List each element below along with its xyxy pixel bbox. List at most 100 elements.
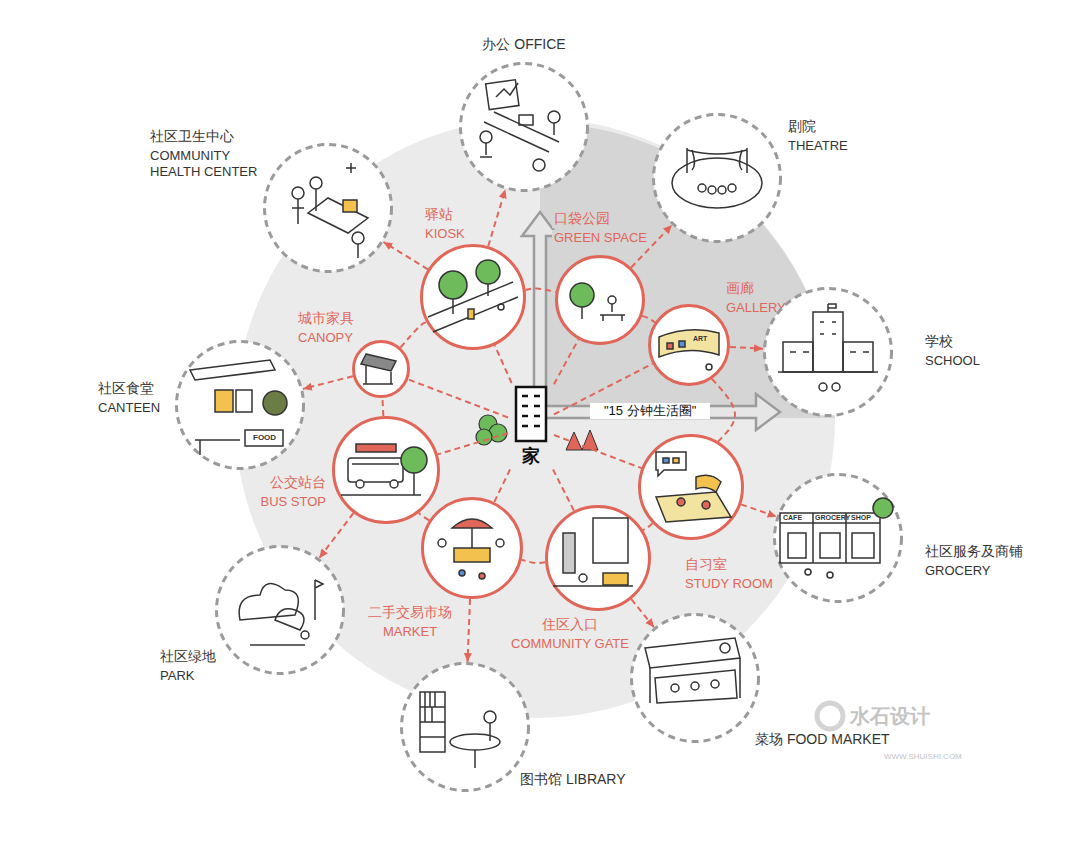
- circle-outline: [459, 62, 589, 192]
- place-label: SCHOOL: [925, 353, 980, 369]
- dashed-connector: [303, 376, 353, 389]
- theatre-circle: 剧院THEATRE: [652, 113, 782, 243]
- canteen-circle: 社区食堂CANTEEN: [175, 340, 305, 470]
- place-label: 社区食堂: [98, 380, 154, 398]
- dashed-connector: [730, 347, 763, 349]
- circle-outline: [215, 545, 345, 675]
- place-label: 自习室: [683, 556, 729, 574]
- kiosk-circle: 驿站KIOSK: [420, 244, 526, 350]
- illustration: [239, 580, 323, 645]
- library-circle: 图书馆 LIBRARY: [400, 662, 530, 792]
- place-label: 公交站台: [268, 474, 328, 492]
- green-space-circle: 口袋公园GREEN SPACE: [555, 255, 645, 345]
- food-market-circle: 菜场 FOOD MARKET: [630, 613, 760, 743]
- dashed-connector: [438, 433, 508, 454]
- place-label: BUS STOP: [258, 494, 328, 510]
- sign-text: ART: [693, 335, 707, 343]
- park-circle: 社区绿地PARK: [215, 545, 345, 675]
- circle-outline: [400, 662, 530, 792]
- circle-outline: [555, 255, 645, 345]
- tree-icon: [476, 415, 507, 445]
- watermark-logo: [817, 703, 843, 729]
- circle-outline: [420, 244, 526, 350]
- sign-text: FOOD: [253, 433, 276, 443]
- place-label: 驿站: [423, 206, 455, 224]
- dashed-connector: [319, 513, 353, 558]
- place-label: 学校: [925, 333, 953, 351]
- circle-outline: [421, 497, 523, 599]
- illustration: [570, 283, 625, 321]
- circle-outline: [175, 340, 305, 470]
- home-label: 家: [522, 445, 540, 468]
- dashed-connector: [553, 470, 574, 511]
- building-icon: [508, 383, 554, 443]
- illustration: [645, 638, 740, 703]
- illustration: [428, 260, 518, 332]
- dashed-connector: [741, 504, 777, 516]
- illustration: [361, 354, 396, 384]
- place-label: CANTEEN: [98, 400, 160, 416]
- place-label: GROCERY: [925, 563, 991, 579]
- dashed-connector: [495, 345, 512, 383]
- illustration: [656, 452, 731, 522]
- canopy-circle: 城市家具CANOPY: [352, 340, 410, 398]
- dashed-connector: [468, 599, 470, 662]
- dashed-connector: [554, 339, 578, 384]
- circle-outline: [352, 340, 410, 398]
- illustration: [672, 148, 762, 208]
- dashed-connector: [631, 599, 654, 627]
- illustration: [553, 518, 633, 586]
- dashed-connector: [383, 242, 427, 269]
- place-label: 办公 OFFICE: [482, 36, 565, 54]
- dashed-connector: [400, 322, 426, 347]
- sign-text: SHOP: [851, 514, 871, 522]
- gallery-circle: 画廊GALLERY: [648, 304, 730, 386]
- circle-outline: [638, 434, 744, 540]
- circle-outline: [332, 416, 440, 524]
- school-circle: 学校SCHOOL: [763, 287, 893, 417]
- ring-caption: "15 分钟生活圈": [590, 403, 710, 419]
- illustration: [341, 444, 427, 495]
- study-room-circle: 自习室STUDY ROOM: [638, 434, 744, 540]
- dashed-connector: [554, 435, 641, 468]
- place-label: PARK: [160, 668, 194, 684]
- bus-stop-circle: 公交站台BUS STOP: [332, 416, 440, 524]
- circle-outline: [648, 304, 730, 386]
- health-center-circle: 社区卫生中心COMMUNITY HEALTH CENTER: [263, 143, 393, 273]
- dashed-connector: [522, 560, 546, 563]
- dashed-connector: [381, 398, 384, 416]
- circle-outline: [652, 113, 782, 243]
- place-label: 社区绿地: [160, 648, 216, 666]
- place-label: 城市家具: [296, 310, 356, 328]
- place-label: THEATRE: [788, 138, 848, 154]
- illustration: [420, 692, 500, 768]
- illustration: [778, 304, 878, 391]
- dashed-connector: [494, 470, 510, 503]
- home-building: 家: [508, 383, 554, 470]
- grocery-circle: 社区服务及商铺GROCERY: [773, 473, 903, 603]
- sign-text: CAFE: [783, 514, 802, 522]
- place-label: KIOSK: [423, 226, 467, 242]
- office-circle: 办公 OFFICE: [459, 62, 589, 192]
- illustration: [780, 498, 893, 578]
- dashed-connector: [419, 513, 429, 521]
- market-circle: 二手交易市场MARKET: [421, 497, 523, 599]
- community-gate-circle: 住区入口COMMUNITY GATE: [545, 505, 651, 611]
- watermark-url: WWW.SHUISHI.COM: [884, 752, 962, 762]
- place-label: MARKET: [381, 624, 439, 640]
- dashed-connector: [488, 189, 505, 246]
- circle-outline: [763, 287, 893, 417]
- dashed-connector: [712, 379, 735, 441]
- place-label: STUDY ROOM: [683, 576, 775, 592]
- illustration: [480, 80, 560, 171]
- place-label: CANOPY: [296, 330, 355, 346]
- circle-outline: [545, 505, 651, 611]
- dashed-connector: [408, 379, 508, 417]
- place-label: 口袋公园: [552, 210, 612, 228]
- place-label: 画廊: [724, 280, 756, 298]
- place-label: 二手交易市场: [366, 604, 454, 622]
- place-label: 社区服务及商铺: [925, 543, 1023, 561]
- illustration: [190, 360, 287, 455]
- place-label: 菜场 FOOD MARKET: [755, 731, 890, 749]
- watermark: 水石设计: [850, 704, 930, 728]
